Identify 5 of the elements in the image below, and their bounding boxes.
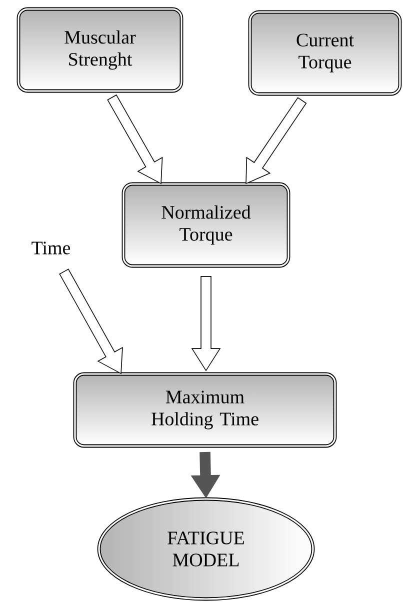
input-label: Time: [32, 242, 70, 254]
process-box: Muscular Strenght: [16, 7, 184, 93]
process-box: Maximum Holding Time: [73, 372, 337, 448]
process-box: Normalized Torque: [122, 182, 290, 268]
process-box: Current Torque: [248, 10, 402, 96]
